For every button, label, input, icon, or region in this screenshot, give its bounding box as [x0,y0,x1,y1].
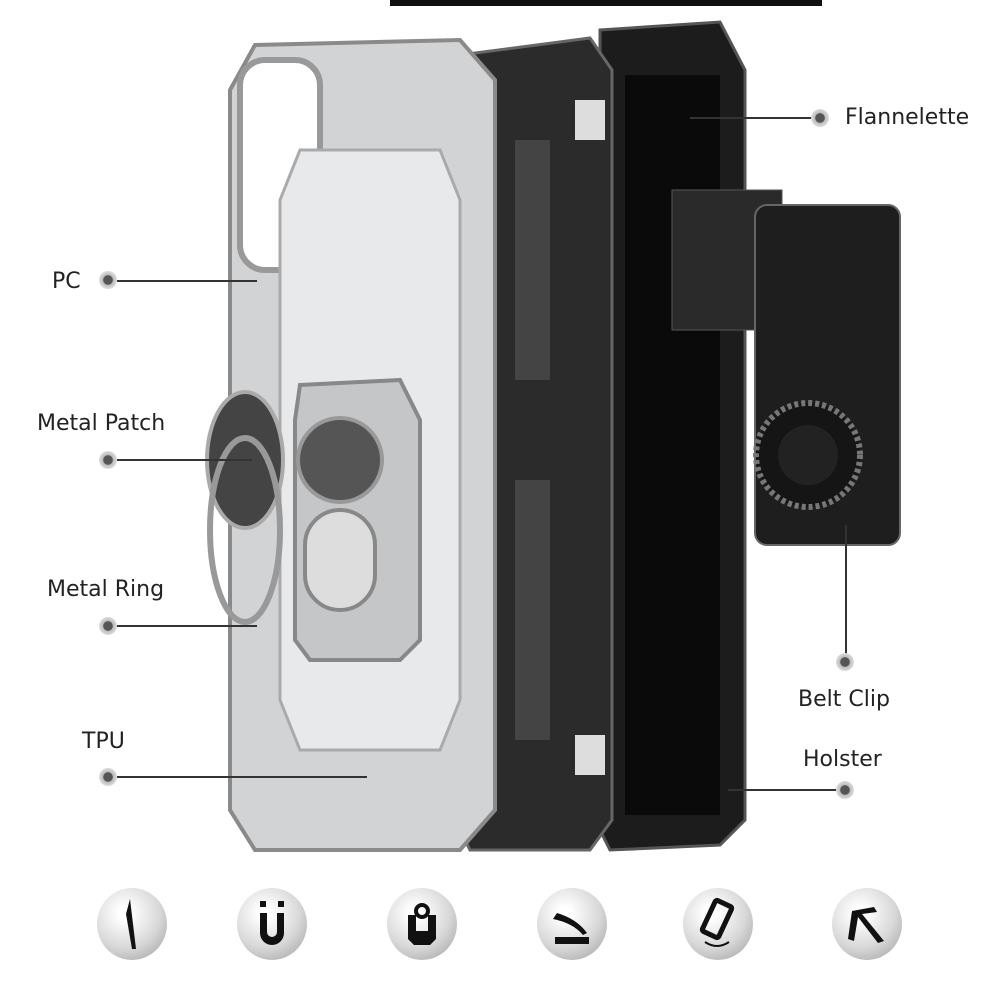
holster-marker [836,781,854,799]
metal-patch-marker [99,451,117,469]
label-tpu: TPU [82,729,125,754]
rotate-phone-icon [683,888,753,960]
label-flannelette: Flannelette [845,105,970,130]
pc-marker [99,271,117,289]
flannelette-leader-line [690,117,820,119]
slim-profile-icon [97,888,167,960]
stand-angle-icon [832,888,902,960]
holster [598,20,747,852]
label-metal-patch: Metal Patch [37,411,166,436]
metal-patch-leader-line [117,459,252,461]
pc-leader-line [117,280,257,282]
magnet-icon [237,888,307,960]
holster-leader-line [728,789,838,791]
kickstand-icon [537,888,607,960]
belt-clip-marker [836,653,854,671]
label-holster: Holster [803,747,882,772]
belt-clip-leader-line [845,525,847,655]
tpu-leader-line [117,776,367,778]
label-metal-ring: Metal Ring [47,577,165,602]
metal-ring-leader-line [117,625,257,627]
top-bar [390,0,822,6]
tpu-marker [99,768,117,786]
label-belt-clip: Belt Clip [798,687,890,712]
flannelette-marker [811,109,829,127]
metal-ring-marker [99,617,117,635]
belt-clip [671,189,901,546]
label-pc: PC [52,269,81,294]
ring-holder-icon [387,888,457,960]
pc-shell [205,37,497,852]
